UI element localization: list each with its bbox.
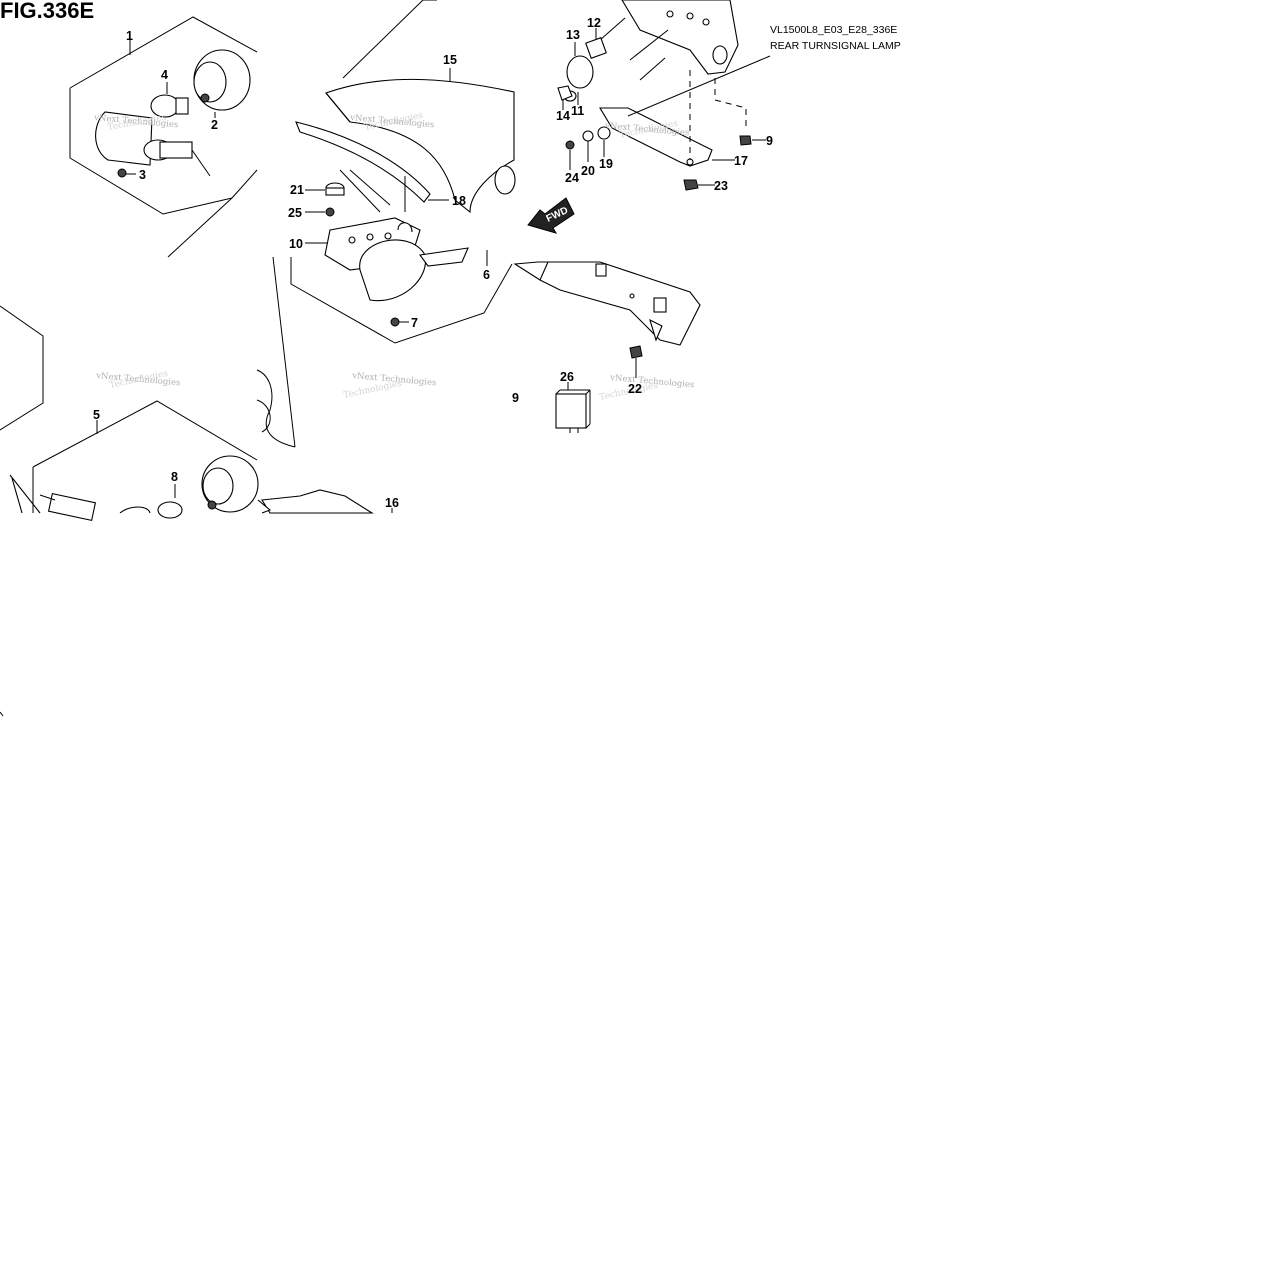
callout-2: 2: [211, 118, 218, 132]
relay: [555, 393, 587, 429]
panel-turn-signal-1: [69, 16, 258, 258]
turn-signal-lens: [95, 111, 153, 166]
bulb-2: [157, 501, 183, 519]
fwd-arrow-icon: FWD: [527, 197, 575, 234]
callout-labels: 1 2 3 4 5 6 7 8 9 9 10 11 12 13 14 15 16…: [93, 16, 773, 510]
section-name: REAR TURNSIGNAL LAMP: [770, 40, 901, 52]
callout-9b: 9: [512, 391, 519, 405]
callout-11: 11: [571, 104, 584, 118]
callout-17: 17: [734, 154, 748, 168]
rear-fender: [325, 78, 515, 214]
callout-12: 12: [587, 16, 601, 30]
figure-title: FIG.336E: [0, 0, 94, 23]
callout-21: 21: [290, 183, 304, 197]
callout-6: 6: [483, 268, 490, 282]
model-code: VL1500L8_E03_E28_336E: [770, 24, 897, 36]
socket-2: [47, 492, 97, 522]
callout-5: 5: [93, 408, 100, 422]
callout-20: 20: [581, 164, 595, 178]
callout-3: 3: [139, 168, 146, 182]
washer: [597, 126, 611, 140]
callout-4: 4: [161, 68, 168, 82]
callout-23: 23: [714, 179, 728, 193]
panel-tail-lamp: [272, 0, 516, 448]
cushion: [566, 55, 594, 89]
panel-turn-signal-2: [0, 305, 393, 522]
bulb-base: [175, 97, 189, 115]
callout-26: 26: [560, 370, 574, 384]
callout-13: 13: [566, 28, 580, 42]
panel-mounting-hardware: FWD: [527, 0, 771, 234]
callout-16: 16: [385, 496, 399, 510]
callout-7: 7: [411, 316, 418, 330]
callout-15: 15: [443, 53, 457, 67]
panel-relay: [513, 261, 701, 433]
tail-lamp-lens: [359, 239, 427, 302]
callout-9: 9: [766, 134, 773, 148]
lamp-stay: [599, 107, 713, 167]
screw: [117, 168, 127, 178]
socket-body: [159, 141, 193, 159]
lamp-wire: [419, 247, 469, 267]
spacer: [585, 37, 607, 59]
callout-8: 8: [171, 470, 178, 484]
clamp: [629, 345, 643, 359]
frame-bracket: [621, 0, 739, 75]
callout-10: 10: [289, 237, 303, 251]
fender-strip: [295, 121, 431, 203]
callout-19: 19: [599, 157, 613, 171]
part-16: [261, 489, 374, 514]
callout-24: 24: [565, 171, 579, 185]
callout-1: 1: [126, 29, 133, 43]
callout-25: 25: [288, 206, 302, 220]
callout-14: 14: [556, 109, 570, 123]
callout-18: 18: [452, 194, 466, 208]
callout-22: 22: [628, 382, 642, 396]
